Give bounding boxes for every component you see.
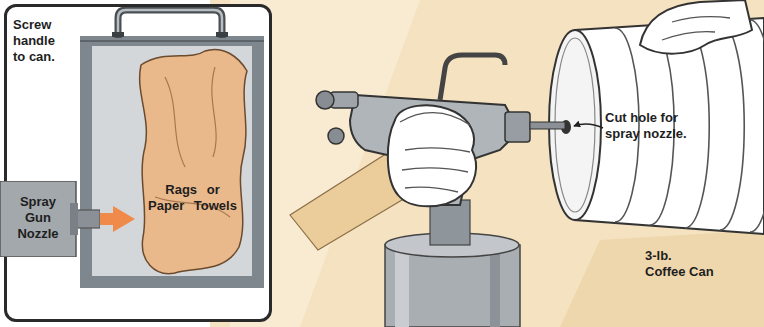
gloved-hand-on-gun-part bbox=[405, 148, 470, 152]
sleeve bbox=[290, 150, 402, 250]
nozzle-body bbox=[0, 181, 76, 257]
spray-gun-part bbox=[316, 91, 334, 109]
gloved-hand-on-gun-part bbox=[402, 168, 468, 172]
spray-gun-part bbox=[440, 55, 505, 100]
coffee-can-part bbox=[750, 20, 764, 232]
can-cross-section-part bbox=[80, 40, 264, 42]
paint-cup-part bbox=[395, 250, 409, 327]
leader-line bbox=[574, 124, 603, 128]
paint-cup-part bbox=[490, 250, 500, 327]
paint-cup bbox=[385, 200, 520, 327]
coffee-can-part bbox=[650, 26, 674, 225]
callout-label: Cut hole for spray nozzle. bbox=[605, 110, 695, 142]
nozzle-collar bbox=[70, 203, 78, 235]
can-handle bbox=[112, 10, 228, 38]
flow-arrow bbox=[100, 213, 117, 225]
nozzle-tip bbox=[76, 210, 100, 228]
spray-gun-nozzle: Spray Gun Nozzle bbox=[0, 181, 100, 257]
can-cross-section-part bbox=[80, 36, 264, 288]
coffee-can-part bbox=[685, 24, 709, 228]
inset-panel: Screw handle to can. Spray Gun Nozzle Rags… bbox=[4, 4, 272, 322]
gloved-hand-on-gun bbox=[388, 105, 476, 206]
gloved-hand-on-can-part bbox=[672, 17, 730, 22]
inset-background-part bbox=[4, 4, 272, 322]
beige-backdrop-part bbox=[210, 0, 764, 327]
can-cross-section bbox=[80, 36, 264, 288]
rag-shape bbox=[135, 47, 251, 275]
node-text: Rags or Paper Towels bbox=[145, 182, 240, 214]
gloved-hand-on-gun-part bbox=[405, 187, 458, 192]
spray-gun-part bbox=[530, 122, 565, 129]
sleeve-part bbox=[290, 150, 402, 250]
spray-gun-part bbox=[328, 128, 344, 144]
can-handle-part bbox=[112, 32, 124, 37]
gloved-hand-on-can-part bbox=[640, 0, 752, 54]
beige-backdrop bbox=[210, 0, 764, 327]
gloved-hand-on-can-part bbox=[662, 32, 715, 40]
beige-backdrop-part bbox=[560, 230, 764, 327]
inset-background bbox=[4, 4, 272, 322]
can-handle-part bbox=[118, 10, 222, 38]
callout-label: 3-lb. Coffee Can bbox=[645, 248, 715, 280]
node-text: Screw handle to can. bbox=[13, 17, 65, 65]
leader-line-part bbox=[574, 124, 603, 128]
gloved-hand-on-gun-part bbox=[400, 113, 470, 125]
gloved-hand-on-gun-part bbox=[388, 105, 476, 206]
rag-outline bbox=[140, 49, 247, 273]
rag-bundle: Rags or Paper Towels bbox=[135, 47, 251, 275]
can-cross-section-part bbox=[92, 46, 252, 276]
node-text: Spray Gun Nozzle bbox=[10, 194, 66, 242]
can-handle-part bbox=[216, 32, 228, 37]
spray-gun-part bbox=[505, 112, 530, 142]
can-handle-part bbox=[118, 10, 222, 36]
gloved-hand-on-can bbox=[640, 0, 752, 54]
coffee-can-part bbox=[720, 22, 744, 230]
